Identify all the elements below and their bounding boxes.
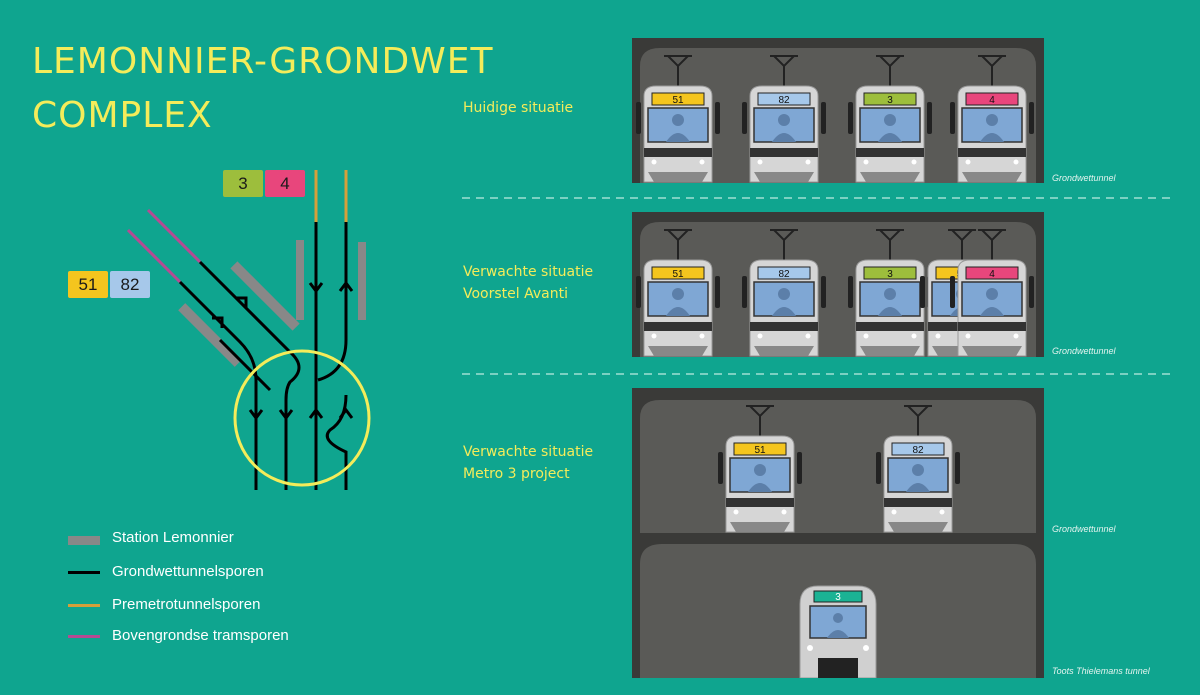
line-badge-82: 82 [110, 271, 150, 298]
tram-line-number: 3 [887, 95, 893, 106]
tunnel-label-1: Grondwettunnel [1052, 173, 1116, 183]
legend-swatch [68, 571, 100, 574]
premetro-tracks [314, 170, 348, 222]
tunnel-panel-2: 51823554 [632, 212, 1044, 357]
station-platforms [178, 240, 366, 367]
page-title-line2: COMPLEX [32, 95, 213, 136]
page-title-line1: LEMONNIER-GRONDWET [32, 41, 494, 82]
tram-4: 4 [950, 55, 1034, 183]
tram-line-number: 51 [754, 445, 766, 456]
line-badge-3: 3 [223, 170, 263, 197]
line-badge-51: 51 [68, 271, 108, 298]
tram-51: 51 [718, 405, 802, 533]
tram-line-number: 82 [912, 445, 924, 456]
tunnel-panel-3: 51 82 3 [632, 388, 1044, 678]
tram-4: 4 [950, 229, 1034, 357]
tram-line-number: 4 [989, 269, 995, 280]
tram-82: 82 [876, 405, 960, 533]
complex-circle [233, 349, 371, 487]
line-badge-4: 4 [265, 170, 305, 197]
tram-3: 3 [848, 55, 932, 183]
metro-3: 3 [799, 585, 877, 678]
tram-3: 3 [848, 229, 932, 357]
grondwet-tracks [178, 222, 348, 490]
tunnel-panel-1: 51 82 3 4 [632, 38, 1044, 183]
legend-swatch [68, 635, 100, 638]
tunnel-label-2: Grondwettunnel [1052, 346, 1116, 356]
legend-swatch [68, 536, 100, 545]
legend-swatch [68, 604, 100, 607]
tram-51: 51 [636, 55, 720, 183]
tram-line-number: 51 [672, 269, 684, 280]
track-diagram [126, 170, 371, 490]
tram-line-number: 4 [989, 95, 995, 106]
tram-line-number: 82 [778, 269, 790, 280]
tunnel-label-3: Grondwettunnel [1052, 524, 1116, 534]
tram-line-number: 82 [778, 95, 790, 106]
metro-line-number: 3 [835, 592, 841, 603]
tram-82: 82 [742, 55, 826, 183]
tram-line-number: 51 [672, 95, 684, 106]
tunnel-label-metro: Toots Thielemans tunnel [1052, 666, 1150, 676]
tram-51: 51 [636, 229, 720, 357]
scenario-1-label: Huidige situatie [463, 100, 574, 116]
tram-line-number: 3 [887, 269, 893, 280]
surface-tracks [126, 208, 202, 284]
tram-82: 82 [742, 229, 826, 357]
direction-arrows [212, 280, 354, 421]
